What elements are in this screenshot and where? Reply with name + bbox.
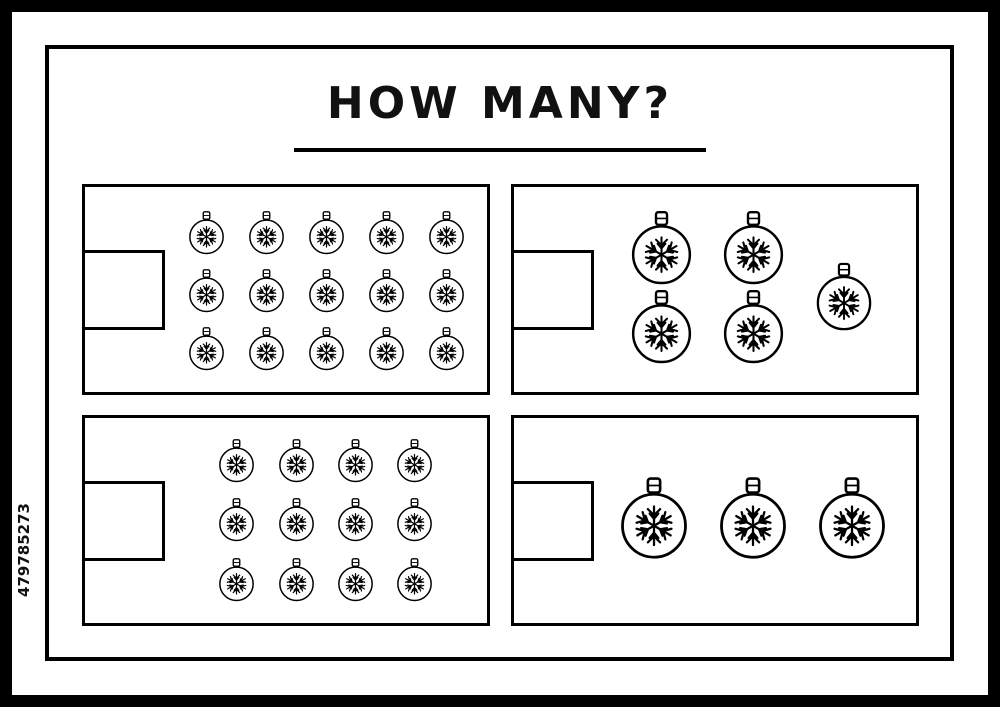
christmas-ball-icon — [396, 438, 433, 488]
christmas-ball-icon — [630, 209, 693, 292]
christmas-ball-icon — [337, 557, 374, 607]
christmas-ball-icon — [817, 475, 887, 567]
panel-top-right — [511, 184, 919, 395]
christmas-ball-icon — [396, 497, 433, 547]
answer-box-top-left[interactable] — [85, 250, 165, 330]
answer-box-bottom-right[interactable] — [514, 481, 594, 561]
christmas-ball-icon — [619, 475, 689, 567]
christmas-ball-icon — [368, 268, 405, 318]
christmas-ball-icon — [248, 268, 285, 318]
christmas-ball-icon — [278, 557, 315, 607]
answer-box-top-right[interactable] — [514, 250, 594, 330]
panel-bottom-left — [82, 415, 490, 626]
christmas-ball-icon — [248, 326, 285, 376]
christmas-ball-icon — [428, 326, 465, 376]
christmas-ball-icon — [722, 209, 785, 292]
christmas-ball-icon — [368, 326, 405, 376]
christmas-ball-icon — [308, 326, 345, 376]
panel-top-left — [82, 184, 490, 395]
christmas-ball-icon — [337, 497, 374, 547]
christmas-ball-icon — [368, 210, 405, 260]
christmas-ball-icon — [278, 438, 315, 488]
answer-box-bottom-left[interactable] — [85, 481, 165, 561]
christmas-ball-icon — [188, 326, 225, 376]
christmas-ball-icon — [396, 557, 433, 607]
panel-bottom-right — [511, 415, 919, 626]
christmas-ball-icon — [308, 268, 345, 318]
christmas-ball-icon — [428, 268, 465, 318]
christmas-ball-icon — [218, 557, 255, 607]
stock-id: 479785273 — [15, 503, 33, 597]
worksheet-border — [45, 45, 954, 661]
christmas-ball-icon — [308, 210, 345, 260]
christmas-ball-icon — [278, 497, 315, 547]
christmas-ball-icon — [718, 475, 788, 567]
christmas-ball-icon — [218, 497, 255, 547]
christmas-ball-icon — [218, 438, 255, 488]
christmas-ball-icon — [428, 210, 465, 260]
title-underline — [294, 148, 706, 152]
christmas-ball-icon — [337, 438, 374, 488]
christmas-ball-icon — [248, 210, 285, 260]
christmas-ball-icon — [815, 261, 873, 338]
christmas-ball-icon — [188, 210, 225, 260]
christmas-ball-icon — [722, 288, 785, 371]
christmas-ball-icon — [188, 268, 225, 318]
christmas-ball-icon — [630, 288, 693, 371]
page-title: HOW MANY? — [326, 78, 674, 129]
